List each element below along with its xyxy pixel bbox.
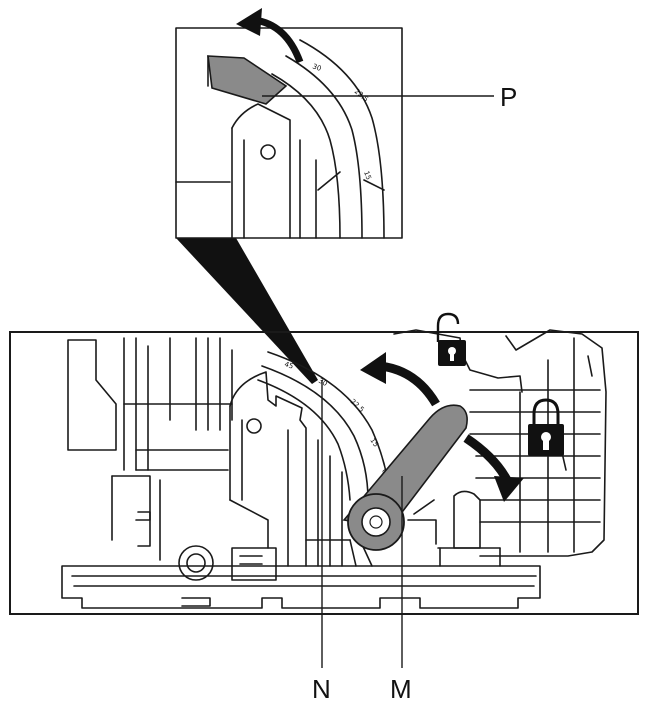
svg-text:22.5: 22.5 — [349, 398, 366, 414]
main-view: 45 30 22.5 15 0 — [9, 312, 639, 615]
svg-text:15: 15 — [362, 170, 373, 181]
label-n: N — [312, 674, 331, 704]
svg-text:45: 45 — [283, 360, 294, 370]
pivot-bolt — [361, 507, 391, 537]
detail-inset: 30 22.5 15 — [175, 8, 403, 239]
label-p: P — [500, 82, 517, 112]
svg-text:15: 15 — [368, 437, 380, 449]
svg-text:30: 30 — [317, 377, 329, 388]
lever-p — [207, 55, 288, 105]
unlocked-padlock-icon — [436, 312, 466, 366]
locked-padlock-icon — [528, 398, 564, 456]
zoom-cone — [176, 238, 318, 384]
lock-direction-arrow — [463, 434, 524, 502]
unlock-direction-arrow — [360, 352, 440, 407]
inset-direction-arrow — [236, 8, 304, 64]
label-m: M — [390, 674, 412, 704]
svg-text:30: 30 — [311, 62, 322, 73]
lever-m — [342, 404, 468, 551]
knob — [178, 545, 214, 581]
